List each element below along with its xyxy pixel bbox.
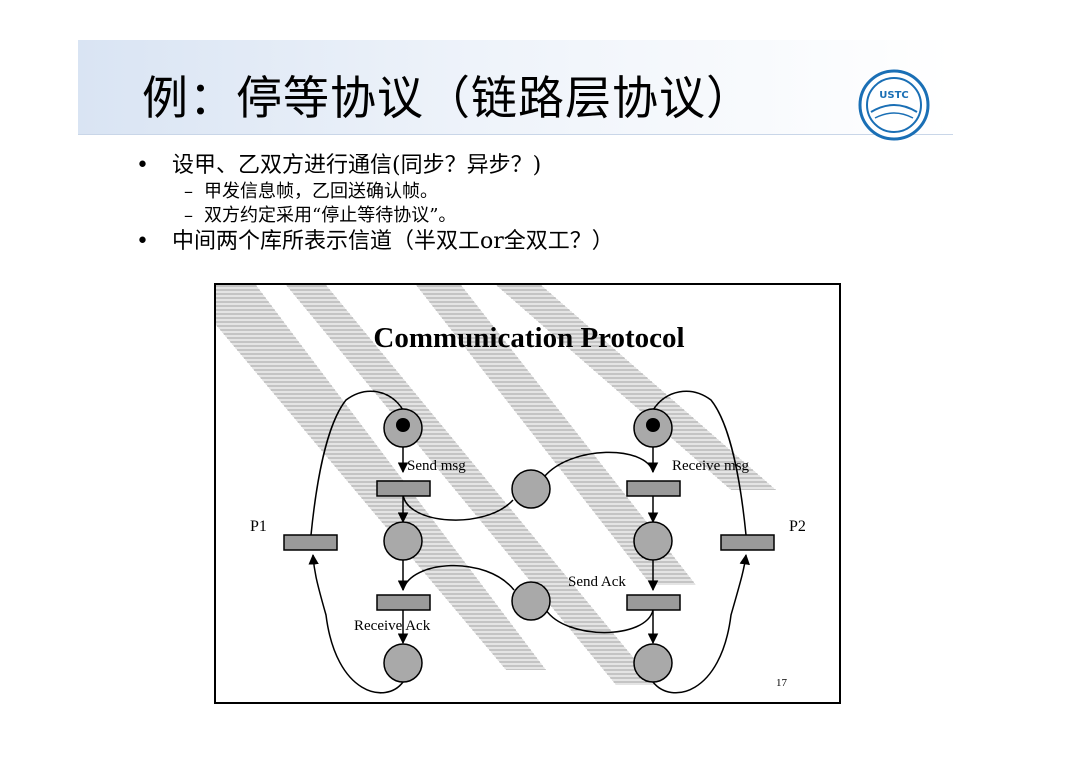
token bbox=[646, 418, 660, 432]
logo-text: USTC bbox=[879, 90, 908, 101]
slide-title: 例：停等协议（链路层协议） bbox=[142, 71, 753, 125]
petri-net-figure: Communication Protocol bbox=[214, 283, 841, 704]
figure-title: Communication Protocol bbox=[373, 322, 684, 354]
sub-bullet-item: 双方约定采用“停止等待协议”。 bbox=[132, 204, 912, 228]
label-send-msg: Send msg bbox=[407, 458, 466, 474]
place-p2-done bbox=[633, 643, 673, 683]
ustc-seal-icon: USTC bbox=[858, 69, 930, 141]
label-receive-ack: Receive Ack bbox=[354, 618, 431, 634]
bullet-item: 设甲、乙双方进行通信(同步？异步？) bbox=[132, 152, 912, 180]
place-p2-wait bbox=[633, 521, 673, 561]
place-channel-ack bbox=[511, 581, 551, 621]
transitions bbox=[283, 480, 775, 611]
transition-send-ack bbox=[626, 594, 681, 611]
transition-receive-ack bbox=[376, 594, 431, 611]
bullet-item: 中间两个库所表示信道（半双工or全双工？） bbox=[132, 228, 912, 256]
transition-receive-msg bbox=[626, 480, 681, 497]
arcs bbox=[308, 390, 750, 694]
background-stripes bbox=[216, 285, 776, 685]
place-p1-wait bbox=[383, 521, 423, 561]
token bbox=[396, 418, 410, 432]
label-p2: P2 bbox=[789, 518, 806, 535]
bullet-list: 设甲、乙双方进行通信(同步？异步？) 甲发信息帧，乙回送确认帧。 双方约定采用“… bbox=[132, 152, 912, 256]
petri-net-diagram: Communication Protocol bbox=[216, 285, 806, 694]
transition-p1 bbox=[283, 534, 338, 551]
transition-p2 bbox=[720, 534, 775, 551]
place-channel-msg bbox=[511, 469, 551, 509]
label-send-ack: Send Ack bbox=[568, 574, 626, 590]
title-band bbox=[78, 40, 953, 134]
title-rule bbox=[78, 134, 953, 135]
transition-send-msg bbox=[376, 480, 431, 497]
place-p1-done bbox=[383, 643, 423, 683]
label-p1: P1 bbox=[250, 518, 267, 535]
sub-bullet-item: 甲发信息帧，乙回送确认帧。 bbox=[132, 180, 912, 204]
places bbox=[383, 408, 673, 683]
label-receive-msg: Receive msg bbox=[672, 458, 750, 474]
page-number: 17 bbox=[776, 677, 788, 689]
tokens bbox=[396, 418, 660, 432]
